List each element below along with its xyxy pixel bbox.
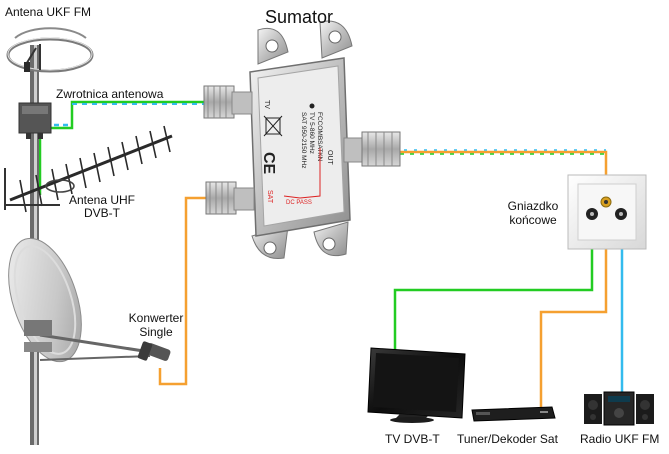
konwerter-icon (137, 341, 171, 361)
tuner-icon (471, 406, 556, 422)
zwrotnica-icon (18, 102, 52, 139)
cable-sumator-to-gniazdko (400, 150, 608, 175)
cable-to-tuner (539, 210, 608, 410)
label-antena-uhf-line2: DVB-T (84, 206, 120, 220)
label-antena-ukf: Antena UKF FM (5, 5, 92, 19)
label-gniazdko-line2: końcowe (509, 213, 557, 227)
combiner-line3-text: SAT 950-2150 MHz (300, 112, 307, 168)
label-tuner: Tuner/Dekoder Sat (457, 432, 558, 446)
label-gniazdko-line1: Gniazdko (507, 199, 559, 213)
mast-assembly (4, 27, 173, 445)
ce-mark-icon: CE (260, 152, 277, 175)
cable-konwerter-to-sumator (158, 196, 208, 386)
label-zwrotnica: Zwrotnica antenowa (56, 87, 164, 101)
ground-symbol-icon (309, 103, 315, 109)
label-tv: TV DVB-T (385, 432, 440, 446)
satellite-dish-icon (8, 237, 171, 363)
combiner-line1-text: FCCOMBSATKN (316, 112, 323, 162)
label-radio: Radio UKF FM (580, 432, 660, 446)
combiner-dcpass-text: DC PASS (286, 200, 312, 206)
combiner-line2-text: TV 5-860 MHz (308, 112, 315, 154)
sumator-sat-input (205, 181, 255, 215)
label-konwerter-line1: Konwerter (128, 311, 184, 325)
tv-icon (367, 347, 466, 423)
antena-uhf-icon (4, 125, 173, 213)
sumator-output (343, 131, 401, 167)
antena-ukf-fm-icon (6, 27, 94, 73)
combiner-tv-text: TV (263, 100, 270, 109)
combiner-out-text: OUT (326, 150, 333, 166)
radio-icon (584, 391, 654, 426)
sumator-device: OUT FCCOMBSATKN TV 5-860 MHz SAT 950-215… (203, 20, 401, 260)
diagram-title: Sumator (265, 7, 334, 27)
cable-to-tv (393, 215, 594, 352)
combiner-sat-text: SAT (266, 190, 273, 204)
gniazdko-koncowe (567, 174, 647, 250)
weee-bin-icon (265, 117, 281, 135)
label-antena-uhf-line1: Antena UHF (68, 193, 136, 207)
sumator-markings: OUT FCCOMBSATKN TV 5-860 MHz SAT 950-215… (260, 100, 333, 206)
label-konwerter-line2: Single (139, 325, 173, 339)
sumator-tv-input (203, 85, 253, 119)
